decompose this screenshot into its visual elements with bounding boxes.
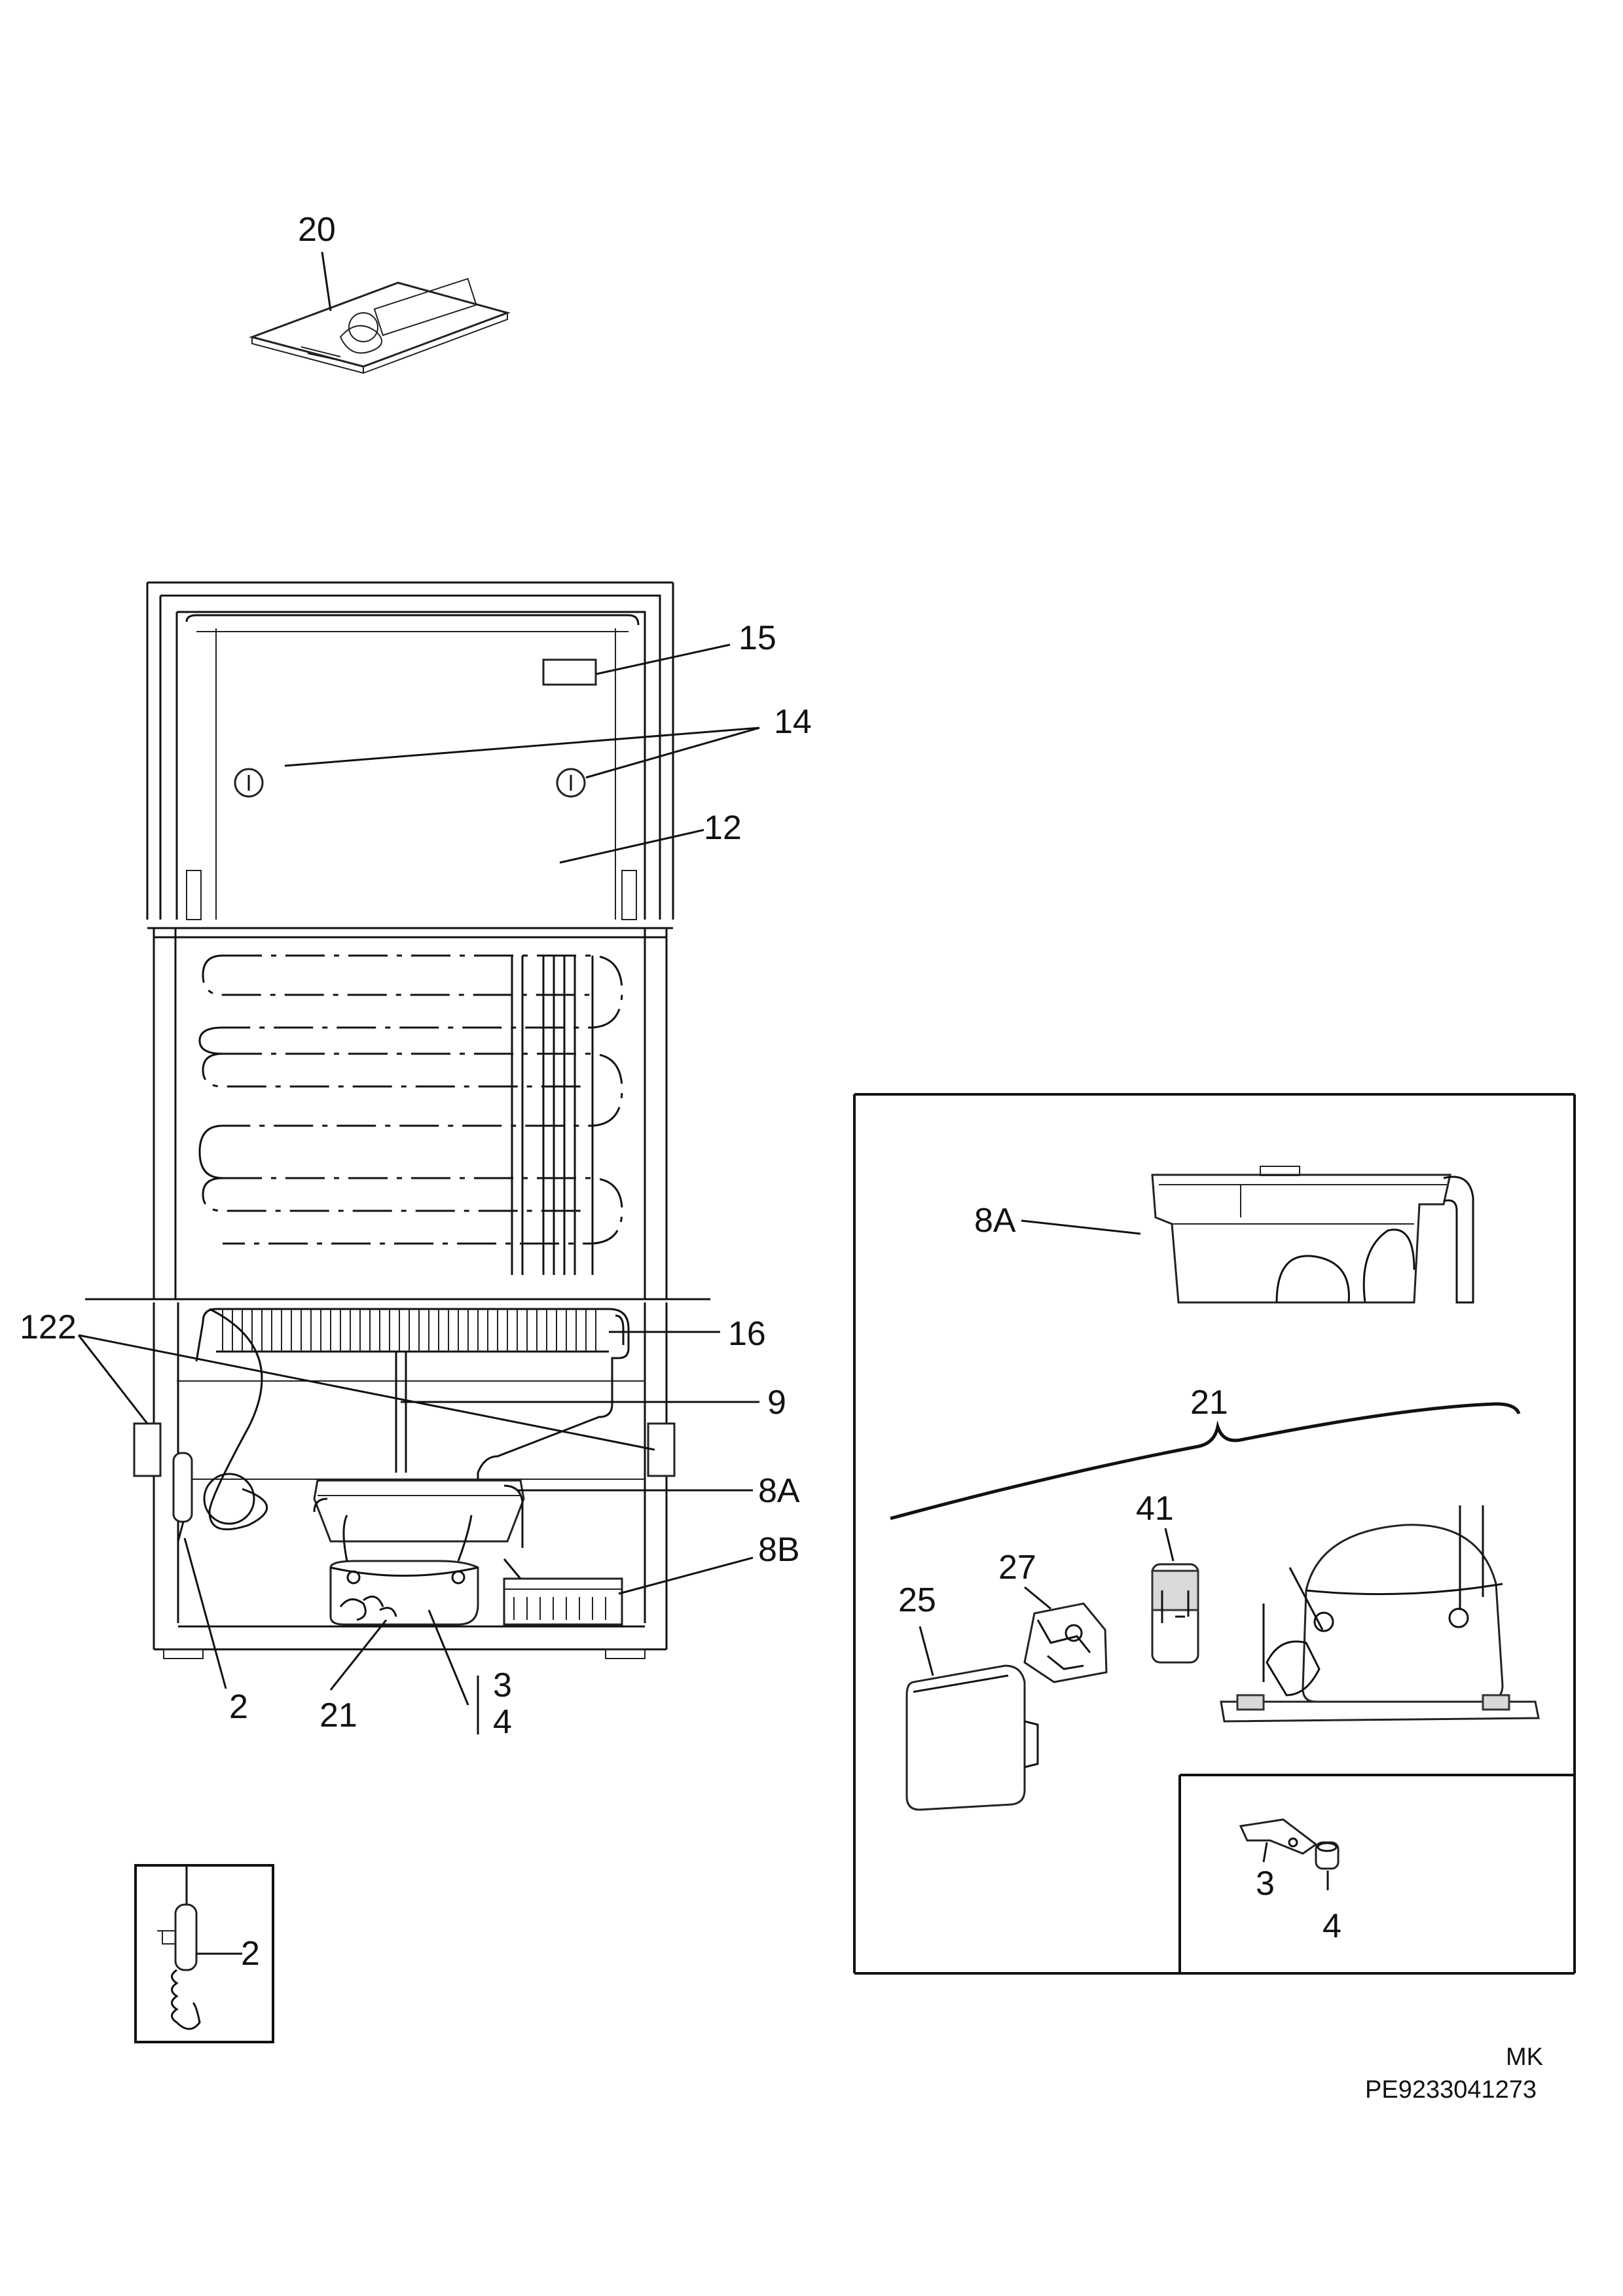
- sensor-detail[interactable]: [157, 1865, 201, 2030]
- cover-plug-left[interactable]: [234, 768, 264, 798]
- cabinet-rear: [85, 927, 710, 1659]
- brace-21: [890, 1402, 1521, 1520]
- inset-component-41[interactable]: [1151, 1563, 1199, 1664]
- inset-box: [853, 1093, 1576, 1975]
- label-inset-3: 3: [1256, 1865, 1275, 1903]
- leader-inset-25: [919, 1626, 934, 1676]
- label-inset-27: 27: [998, 1549, 1036, 1587]
- leader-12: [559, 829, 704, 864]
- leader-14b: [585, 726, 760, 779]
- label-2: 2: [229, 1688, 248, 1726]
- leader-inset-8a: [1021, 1219, 1141, 1235]
- label-8A: 8A: [758, 1472, 800, 1510]
- inset-evaporating-tray[interactable]: [1151, 1166, 1474, 1304]
- footer-code-pe: PE9233041273: [1365, 2076, 1537, 2104]
- label-20: 20: [298, 211, 336, 249]
- sensor-capillary[interactable]: [172, 1308, 268, 1542]
- inset-relay-27[interactable]: [1023, 1602, 1108, 1683]
- inset-cover-25[interactable]: [905, 1664, 1039, 1811]
- label-4: 4: [493, 1703, 512, 1741]
- label-14: 14: [774, 703, 812, 741]
- inset-compressor[interactable]: [1220, 1505, 1540, 1723]
- label-8B: 8B: [758, 1531, 800, 1569]
- clip-left[interactable]: [133, 1422, 162, 1477]
- clip-right[interactable]: [647, 1422, 676, 1477]
- leader-3-4: [428, 1609, 469, 1706]
- label-2-detail: 2: [241, 1935, 260, 1973]
- instruction-booklet[interactable]: [249, 278, 511, 374]
- leader-8b: [618, 1556, 754, 1595]
- label-9: 9: [767, 1384, 786, 1422]
- label-inset-4: 4: [1322, 1907, 1341, 1945]
- label-15: 15: [739, 619, 776, 657]
- detail-box-sensor: [134, 1864, 274, 2043]
- tray-support[interactable]: [503, 1558, 623, 1626]
- label-12: 12: [704, 809, 742, 847]
- label-inset-8A: 8A: [974, 1202, 1016, 1240]
- leader-122a: [77, 1335, 149, 1424]
- leader-2: [183, 1537, 227, 1689]
- cabinet-upper: [146, 581, 674, 920]
- footer-code-mk: MK: [1506, 2043, 1543, 2071]
- leader-14a: [284, 726, 760, 767]
- leader-122b: [78, 1334, 655, 1451]
- label-16: 16: [728, 1315, 766, 1353]
- leader-20: [321, 251, 332, 312]
- label-122: 122: [20, 1308, 77, 1346]
- label-inset-41: 41: [1136, 1490, 1174, 1528]
- label-inset-21: 21: [1190, 1384, 1228, 1422]
- label-inset-25: 25: [898, 1581, 936, 1619]
- inset-grommet-4[interactable]: [1315, 1841, 1340, 1870]
- label-21: 21: [319, 1696, 357, 1734]
- condenser[interactable]: [195, 1308, 630, 1525]
- cover-plug-right[interactable]: [556, 768, 586, 798]
- label-3: 3: [493, 1666, 512, 1704]
- leader-21: [329, 1619, 388, 1691]
- evaporating-tray[interactable]: [313, 1479, 525, 1548]
- rating-plate[interactable]: [542, 658, 597, 686]
- inset-bracket-3[interactable]: [1239, 1818, 1318, 1855]
- leader-inset-41: [1164, 1528, 1175, 1562]
- compressor[interactable]: [329, 1515, 479, 1626]
- leader-15: [595, 643, 731, 675]
- leader-inset-3: [1262, 1842, 1268, 1863]
- evaporator-coil: [198, 954, 623, 1275]
- leader-inset-27: [1024, 1586, 1051, 1610]
